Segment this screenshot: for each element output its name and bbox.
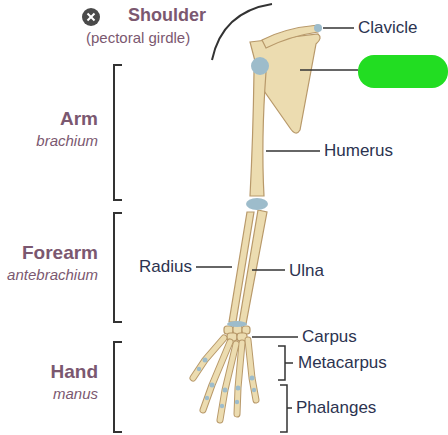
region-label: Shoulder (128, 5, 206, 26)
bone-label: Carpus (302, 327, 357, 347)
region-sublabel: manus (53, 385, 98, 402)
region-label: Forearm (22, 242, 98, 264)
bone-label: Ulna (289, 261, 324, 281)
close-icon (82, 8, 100, 26)
bones (224, 25, 320, 341)
bone-label: Humerus (324, 141, 393, 161)
bone-label: Radius (139, 257, 192, 277)
region-brackets (114, 65, 122, 432)
cover-patch (358, 55, 448, 88)
joint-cartilage (197, 24, 322, 408)
finger-bones (193, 338, 256, 420)
region-sublabel: brachium (36, 132, 98, 149)
bone-label: Clavicle (358, 18, 418, 38)
bone-label: Phalanges (296, 398, 376, 418)
bone-label: Metacarpus (298, 353, 387, 373)
region-label: Hand (51, 361, 99, 383)
region-sublabel: (pectoral girdle) (86, 29, 190, 46)
region-label: Arm (60, 108, 98, 130)
region-sublabel: antebrachium (7, 266, 98, 283)
